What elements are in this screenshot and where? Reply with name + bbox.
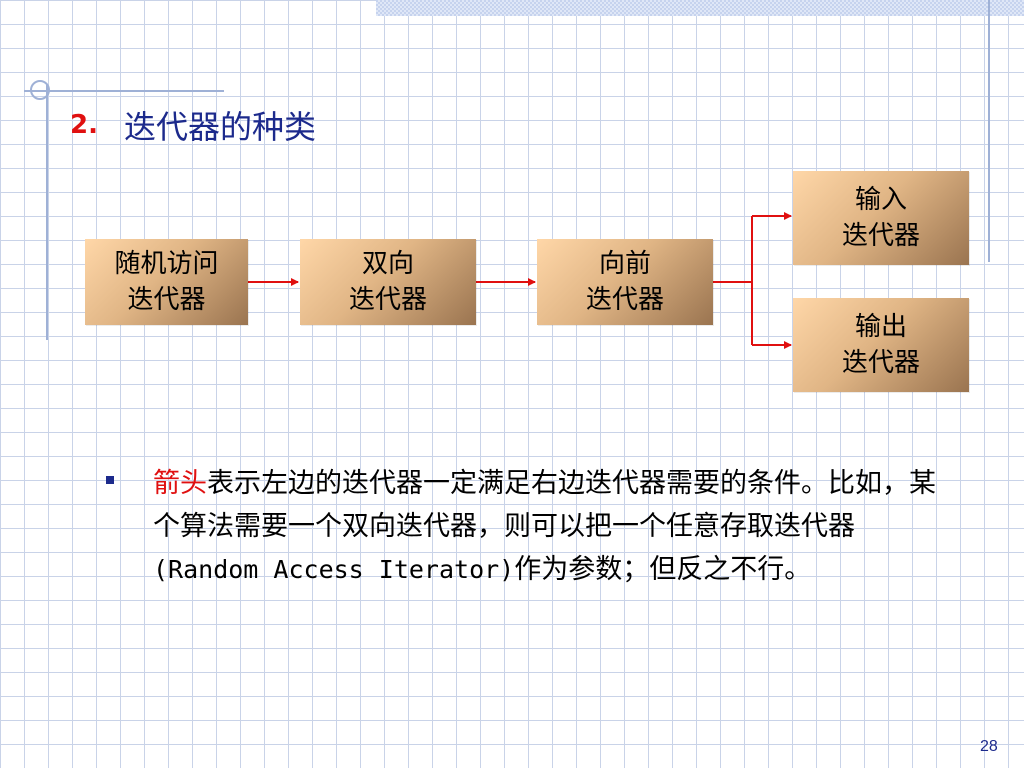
box-label-line1: 随机访问 <box>114 249 219 279</box>
box-label-line2: 迭代器 <box>127 285 206 315</box>
title-decorative-line <box>24 90 224 92</box>
slide-title: 2. 迭代器的种类 <box>70 100 316 150</box>
box-label-line1: 双向 <box>361 249 414 279</box>
box-label-line1: 向前 <box>598 249 651 279</box>
bullet-paragraph: 箭头表示左边的迭代器一定满足右边迭代器需要的条件。比如，某个算法需要一个双向迭代… <box>153 462 953 591</box>
paragraph-text-2: 作为参数；但反之不行。 <box>514 554 812 585</box>
box-label-line1: 输出 <box>854 312 907 342</box>
left-decorative-line <box>46 84 48 340</box>
box-label-line1: 输入 <box>854 185 907 215</box>
page-number: 28 <box>980 738 998 755</box>
paragraph-text-mono: (Random Access Iterator) <box>153 555 515 584</box>
random-access-iterator-box: 随机访问 迭代器 <box>85 239 248 325</box>
paragraph-text-1: 表示左边的迭代器一定满足右边迭代器需要的条件。比如，某个算法需要一个双向迭代器，… <box>153 468 936 542</box>
box-label-line2: 迭代器 <box>348 285 427 315</box>
forward-iterator-box: 向前 迭代器 <box>537 239 713 325</box>
bidirectional-iterator-box: 双向 迭代器 <box>300 239 476 325</box>
output-iterator-box: 输出 迭代器 <box>793 298 969 392</box>
right-decorative-line <box>988 0 990 262</box>
decorative-circle <box>30 80 50 100</box>
box-label-line2: 迭代器 <box>585 285 664 315</box>
title-number: 2. <box>70 110 98 140</box>
input-iterator-box: 输入 迭代器 <box>793 171 969 265</box>
title-text: 迭代器的种类 <box>123 108 316 146</box>
box-label-line2: 迭代器 <box>841 221 920 251</box>
top-decorative-band <box>376 0 1024 16</box>
highlight-arrow-word: 箭头 <box>153 468 207 499</box>
bullet-square-icon <box>106 476 114 484</box>
box-label-line2: 迭代器 <box>841 348 920 378</box>
